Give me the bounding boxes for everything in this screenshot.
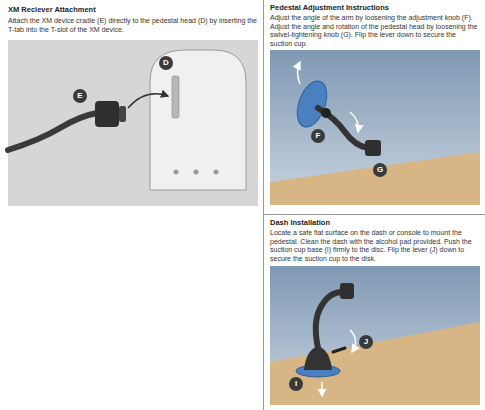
callout-letter: D — [159, 56, 173, 70]
callout-letter: G — [373, 163, 387, 177]
sky — [270, 266, 480, 405]
pedestal-arm — [318, 108, 368, 148]
divider — [263, 0, 264, 410]
t-slot — [172, 76, 179, 118]
xm-device — [150, 50, 246, 190]
push-arrow — [321, 382, 323, 396]
lever — [333, 348, 345, 352]
rotate-arrow — [350, 112, 358, 132]
section-heading: XM Reciever Attachment — [8, 6, 258, 15]
section-heading: Dash Installation — [270, 219, 480, 228]
instruction-text: Attach the XM device cradle (E) directly… — [8, 17, 260, 34]
suction-cup — [292, 77, 333, 131]
rotate-arrow — [298, 62, 301, 84]
instruction-text: Adjust the angle of the arm by loosening… — [270, 14, 480, 48]
callout-text: G — [377, 165, 383, 174]
pedestal-arm — [316, 292, 342, 348]
callout-letter: F — [311, 129, 325, 143]
dashboard — [270, 152, 480, 205]
insert-arrow — [128, 94, 168, 108]
section-heading: Pedestal Adjustment Instructions — [270, 4, 480, 13]
callout-letter: J — [359, 335, 373, 349]
callout-text: J — [364, 337, 368, 346]
callout-letter: E — [73, 89, 87, 103]
pedestal-arm — [8, 113, 97, 150]
divider — [263, 214, 485, 215]
panel-ground — [8, 40, 258, 206]
callout-text: F — [316, 131, 321, 140]
pedestal-head — [340, 283, 354, 299]
dashboard — [270, 322, 480, 405]
callout-text: I — [295, 379, 297, 388]
callout-letter: I — [289, 377, 303, 391]
pedestal-head — [365, 140, 381, 156]
t-tab — [119, 106, 126, 122]
adjustment-knob — [321, 108, 331, 118]
sky — [270, 50, 480, 205]
flip-arrow — [350, 330, 356, 352]
callout-text: E — [77, 91, 82, 100]
cradle-head — [95, 101, 119, 127]
instruction-text: Locate a safe flat surface on the dash o… — [270, 229, 480, 263]
callout-text: D — [163, 58, 169, 67]
